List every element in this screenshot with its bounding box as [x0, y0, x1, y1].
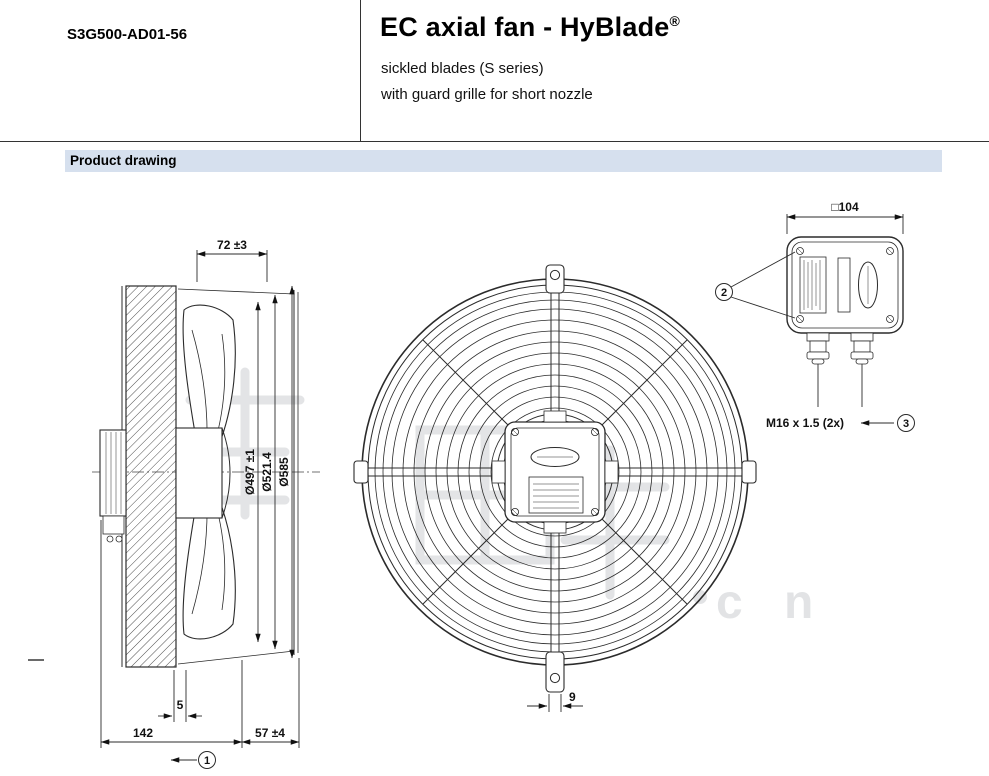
front-view: 9 [353, 264, 757, 712]
callout-2-label: 2 [721, 287, 727, 299]
cable-gland-2 [850, 332, 874, 365]
impeller-hub [175, 427, 231, 519]
dim-dia585: Ø585 [277, 285, 295, 659]
box-label [799, 256, 851, 314]
registered-mark: ® [669, 13, 681, 29]
grille-side [177, 288, 299, 665]
terminal-box-body [786, 236, 904, 334]
gland-thread-label: M16 x 1.5 (2x) [766, 416, 844, 430]
callout-3: 3 [860, 414, 915, 432]
side-view: 72 ±3 Ø497 ±1 Ø521.4 Ø585 [92, 238, 320, 769]
watermark-dot [693, 590, 707, 604]
dim-5-label: 5 [177, 698, 184, 712]
box-brand-logo [858, 261, 878, 309]
grille-diagonal-spokes [422, 339, 688, 605]
dim-depth: 72 ±3 [196, 238, 268, 282]
clip-right [741, 460, 757, 484]
grille-spokes [366, 284, 744, 660]
callout-1-label: 1 [204, 755, 210, 767]
dim-dia521-label: Ø521.4 [260, 452, 274, 492]
impeller-blades [182, 304, 236, 640]
dim-57-label: 57 ±4 [255, 726, 285, 740]
dim-dia497-label: Ø497 ±1 [243, 449, 257, 495]
dim-depth-label: 72 ±3 [217, 238, 247, 252]
brand-logo-badge [530, 447, 580, 467]
callout-2: 2 [715, 251, 796, 319]
hub-screws [510, 427, 600, 516]
box-screws [796, 247, 894, 323]
part-number: S3G500-AD01-56 [67, 26, 188, 43]
watermark-glyph-1 [185, 367, 305, 520]
section-bar: Product drawing [65, 150, 942, 172]
subtitle-blade-type: sickled blades (S series) [381, 60, 544, 77]
motor-side [99, 429, 127, 543]
dim-5: 5 [158, 670, 202, 722]
watermark-latin: c n [716, 576, 827, 629]
callout-3-label: 3 [903, 418, 909, 430]
dim-142: 142 [100, 520, 243, 748]
dim-9: 9 [527, 690, 583, 712]
product-title: EC axial fan - HyBlade [380, 12, 670, 42]
motor-terminal [102, 515, 125, 535]
dim-57: 57 ±4 [241, 658, 300, 748]
rating-label [528, 476, 584, 514]
dim-dia497: Ø497 ±1 [243, 301, 261, 643]
dim-dia585-label: Ø585 [277, 457, 291, 487]
cable-gland-1 [806, 332, 830, 365]
mounting-lug-top [545, 264, 565, 294]
header-divider [360, 0, 361, 141]
dim-104: □104 [786, 200, 904, 234]
header-rule [0, 141, 989, 142]
mounting-lug-bottom [545, 651, 565, 693]
page-title: EC axial fan - HyBlade® [380, 12, 680, 43]
nozzle-plate-hatched [125, 285, 177, 668]
terminal-box-view: □104 [715, 200, 915, 432]
section-title: Product drawing [70, 153, 177, 168]
dim-9-label: 9 [569, 690, 576, 704]
subtitle-grille: with guard grille for short nozzle [381, 86, 593, 103]
callout-1: 1 [170, 751, 216, 769]
clip-left [353, 460, 369, 484]
dim-dia521: Ø521.4 [260, 294, 278, 650]
dim-104-label: □104 [831, 200, 859, 214]
dim-142-label: 142 [133, 726, 153, 740]
hub-plate [491, 410, 619, 534]
